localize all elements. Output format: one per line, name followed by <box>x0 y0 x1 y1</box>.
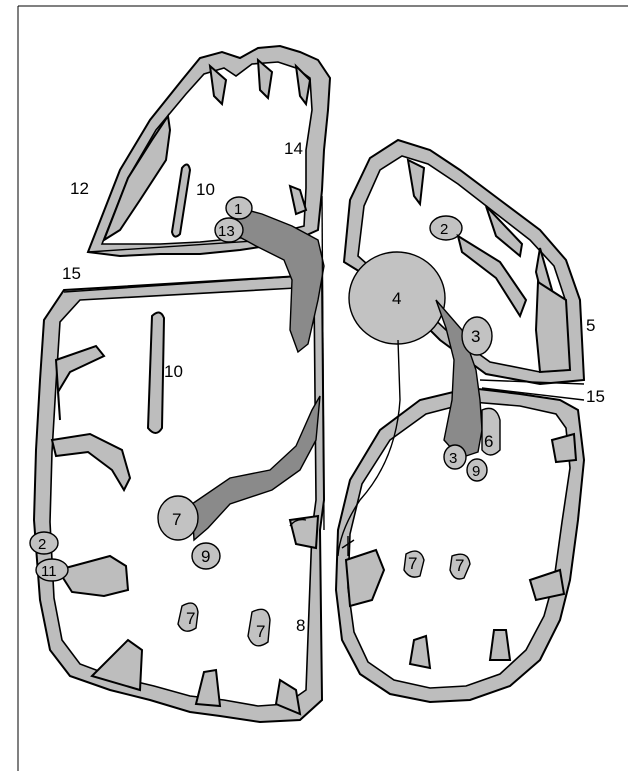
label-7-left-c: 7 <box>256 622 265 641</box>
label-1: 1 <box>234 201 242 218</box>
label-10-upper: 10 <box>196 180 215 199</box>
label-7-left-b: 7 <box>186 609 195 628</box>
label-12: 12 <box>70 179 89 198</box>
label-8: 8 <box>296 616 305 635</box>
label-14: 14 <box>284 139 303 158</box>
label-6: 6 <box>484 432 493 451</box>
label-15-right: 15 <box>586 387 605 406</box>
label-2-right: 2 <box>440 221 448 238</box>
label-9-right: 9 <box>472 463 480 480</box>
label-4: 4 <box>392 289 401 308</box>
right-gyrus-2 <box>410 636 430 668</box>
label-3-right-lower: 3 <box>449 450 457 467</box>
label-11: 11 <box>41 563 57 580</box>
label-7-left-a: 7 <box>172 510 181 529</box>
label-10-lower: 10 <box>164 362 183 381</box>
label-13: 13 <box>218 223 235 240</box>
label-15-left: 15 <box>62 264 81 283</box>
label-9-left: 9 <box>201 547 210 566</box>
right-gyrus-3 <box>490 630 510 660</box>
label-5: 5 <box>586 316 595 335</box>
label-2-left: 2 <box>38 536 46 553</box>
label-7-right-a: 7 <box>408 554 417 573</box>
label-3-right-upper: 3 <box>471 327 480 346</box>
right-gyrus-5 <box>552 434 576 462</box>
label-7-right-b: 7 <box>455 556 464 575</box>
